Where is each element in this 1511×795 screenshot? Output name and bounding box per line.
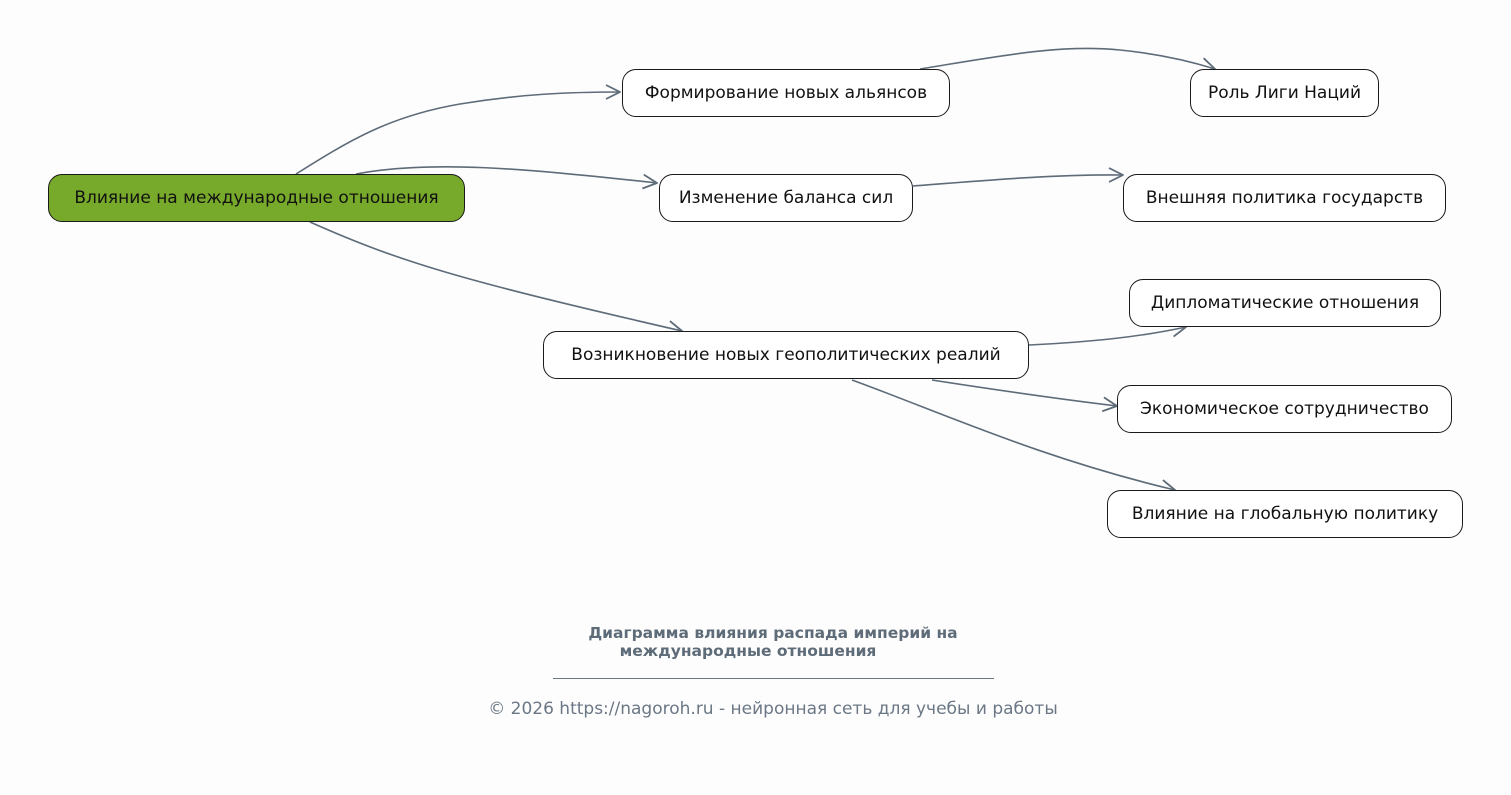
arrowhead-alliances [605, 84, 621, 100]
edge-root-alliances [295, 91, 621, 175]
edge-root-balance [355, 165, 658, 184]
node-league-of-nations: Роль Лиги Наций [1190, 69, 1379, 117]
node-geopolitical-realities: Возникновение новых геополитических реал… [543, 331, 1029, 379]
edge-geo-economic [931, 379, 1118, 407]
caption-line-2: международные отношения [619, 642, 877, 660]
node-new-alliances: Формирование новых альянсов [622, 69, 950, 117]
node-balance-of-power: Изменение баланса сил [659, 174, 913, 222]
node-diplomatic-relations: Дипломатические отношения [1129, 279, 1441, 327]
edge-geo-global [851, 379, 1176, 491]
arrowhead-balance [642, 173, 658, 190]
caption-line-1: Диаграмма влияния распада империй на [588, 624, 958, 642]
edge-balance-foreign [912, 174, 1124, 187]
node-international-relations: Влияние на международные отношения [48, 174, 465, 222]
arrowhead-foreign [1108, 167, 1124, 183]
edge-alliances-league [919, 47, 1216, 70]
diagram-caption: Диаграмма влияния распада империй на меж… [553, 624, 993, 660]
edge-geo-diplomatic [1028, 326, 1187, 346]
node-global-politics: Влияние на глобальную политику [1107, 490, 1463, 538]
edge-root-geo [309, 221, 683, 332]
footer-copyright: © 2026 https://nagoroh.ru - нейронная се… [488, 699, 1058, 719]
node-foreign-policy: Внешняя политика государств [1123, 174, 1446, 222]
node-economic-cooperation: Экономическое сотрудничество [1117, 385, 1452, 433]
caption-divider [553, 678, 994, 679]
